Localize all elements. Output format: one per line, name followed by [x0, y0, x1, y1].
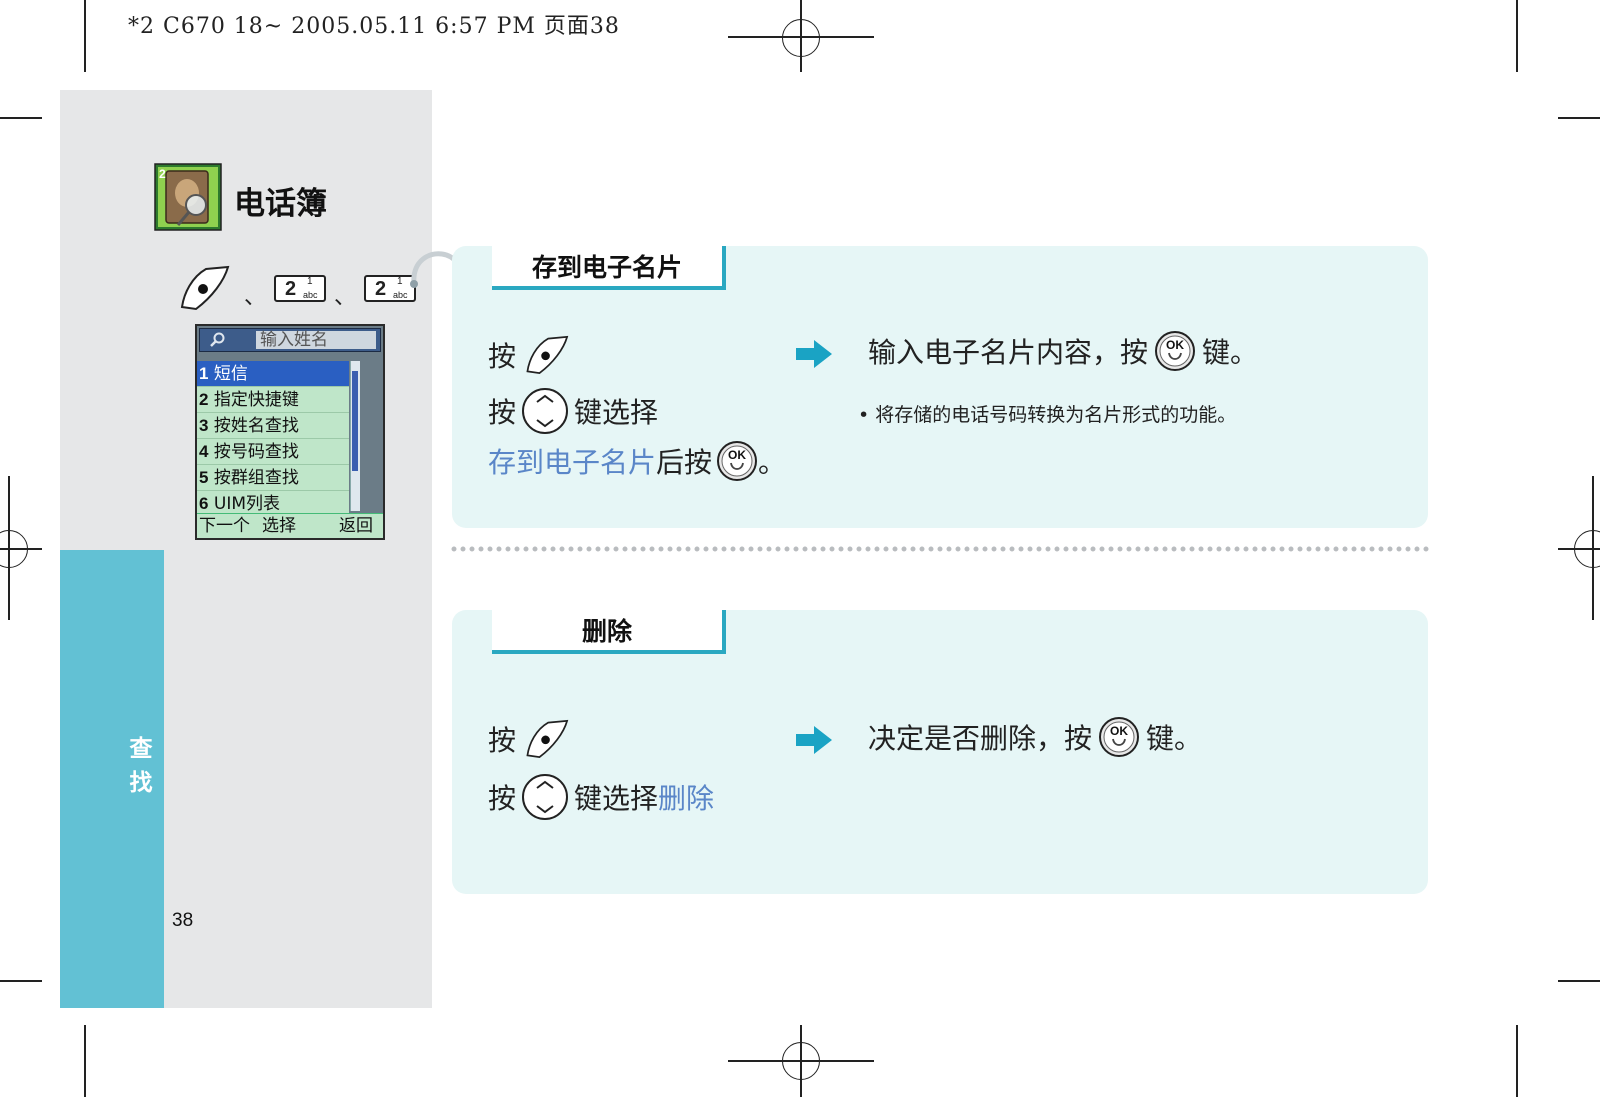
- right-arrow-icon: [796, 340, 832, 368]
- ok-key-icon: OK: [1099, 717, 1140, 757]
- key-sequence: 、 2 1 abc 、 2 1 abc: [178, 263, 417, 313]
- step-select: 按 键选择删除: [488, 772, 714, 822]
- key-2-icon: 2 1 abc: [364, 274, 417, 302]
- phone-menu: 1 短信 2 指定快捷键 3 按姓名查找 4 按号码查找 5 按群组查找 6 U…: [197, 361, 349, 517]
- section-title: 存到电子名片: [492, 246, 726, 290]
- phone-menu-item: 4 按号码查找: [197, 439, 349, 465]
- svg-text:OK: OK: [728, 448, 746, 462]
- phone-scrollbar-thumb: [352, 371, 358, 471]
- key-separator: 、: [244, 285, 267, 310]
- phone-menu-item: 6 UIM列表: [197, 491, 349, 517]
- menu-key-icon: [526, 719, 569, 759]
- dotted-divider: [451, 546, 1432, 552]
- svg-text:OK: OK: [1166, 338, 1184, 352]
- ok-key-icon: OK: [1155, 331, 1196, 371]
- svg-text:OK: OK: [1110, 724, 1128, 738]
- step-select: 按 键选择: [488, 386, 658, 436]
- menu-key-icon: [526, 335, 569, 375]
- menu-option-highlight: 删除: [658, 782, 715, 815]
- section-delete: 删除 按 按 键选择删除 决定是否删除，按 OK 键。: [452, 610, 1428, 894]
- softkey-select: 选择: [262, 516, 296, 536]
- chapter-title: 电话簿: [234, 186, 327, 222]
- result-text: 决定是否删除，按 OK 键。: [868, 716, 1202, 758]
- section-tab: [60, 550, 164, 1008]
- phone-menu-item: 2 指定快捷键: [197, 387, 349, 413]
- phone-search-input: [256, 331, 376, 349]
- section-title: 删除: [492, 610, 726, 654]
- step-confirm: 存到电子名片后按 OK 。: [488, 440, 786, 482]
- phone-menu-item: 1 短信: [197, 361, 349, 387]
- phonebook-icon: 2: [154, 163, 222, 231]
- right-arrow-icon: [796, 726, 832, 754]
- phone-scrollbar: [350, 361, 360, 511]
- phone-menu-item: 5 按群组查找: [197, 465, 349, 491]
- softkey-back: 返回: [339, 516, 373, 536]
- key-separator: 、: [334, 285, 357, 310]
- result-text: 输入电子名片内容，按 OK 键。: [868, 330, 1258, 372]
- section-tab-label: 查 找: [129, 736, 153, 796]
- function-note: • 将存储的电话号码转换为名片形式的功能。: [858, 404, 1237, 426]
- phone-softkeys: 下一个 选择 返回: [197, 513, 383, 538]
- navigation-key-icon: [522, 388, 569, 434]
- key-2-icon: 2 1 abc: [274, 274, 327, 302]
- menu-key-icon: [180, 265, 230, 311]
- navigation-key-icon: [522, 774, 569, 820]
- svg-text:2: 2: [159, 167, 166, 181]
- phone-search-placeholder: 输入姓名: [260, 330, 328, 350]
- softkey-next: 下一个: [199, 516, 250, 536]
- phone-screen: 输入姓名 1 短信 2 指定快捷键 3 按姓名查找 4 按号码查找 5 按群组查…: [195, 324, 385, 540]
- step-press-menu: 按: [488, 716, 574, 762]
- section-save-namecard: 存到电子名片 按 按 键选择 存到电子名片后按 OK 。 输入电子名片内容，按: [452, 246, 1428, 528]
- phone-menu-item: 3 按姓名查找: [197, 413, 349, 439]
- ok-key-icon: OK: [717, 441, 758, 481]
- page-number: 38: [172, 910, 194, 931]
- phone-search-bar: 输入姓名: [199, 328, 381, 352]
- menu-option-highlight: 存到电子名片: [488, 446, 657, 479]
- search-icon: [210, 332, 225, 347]
- print-header: *2 C670 18~ 2005.05.11 6:57 PM 页面38: [128, 14, 620, 39]
- step-press-menu: 按: [488, 332, 574, 378]
